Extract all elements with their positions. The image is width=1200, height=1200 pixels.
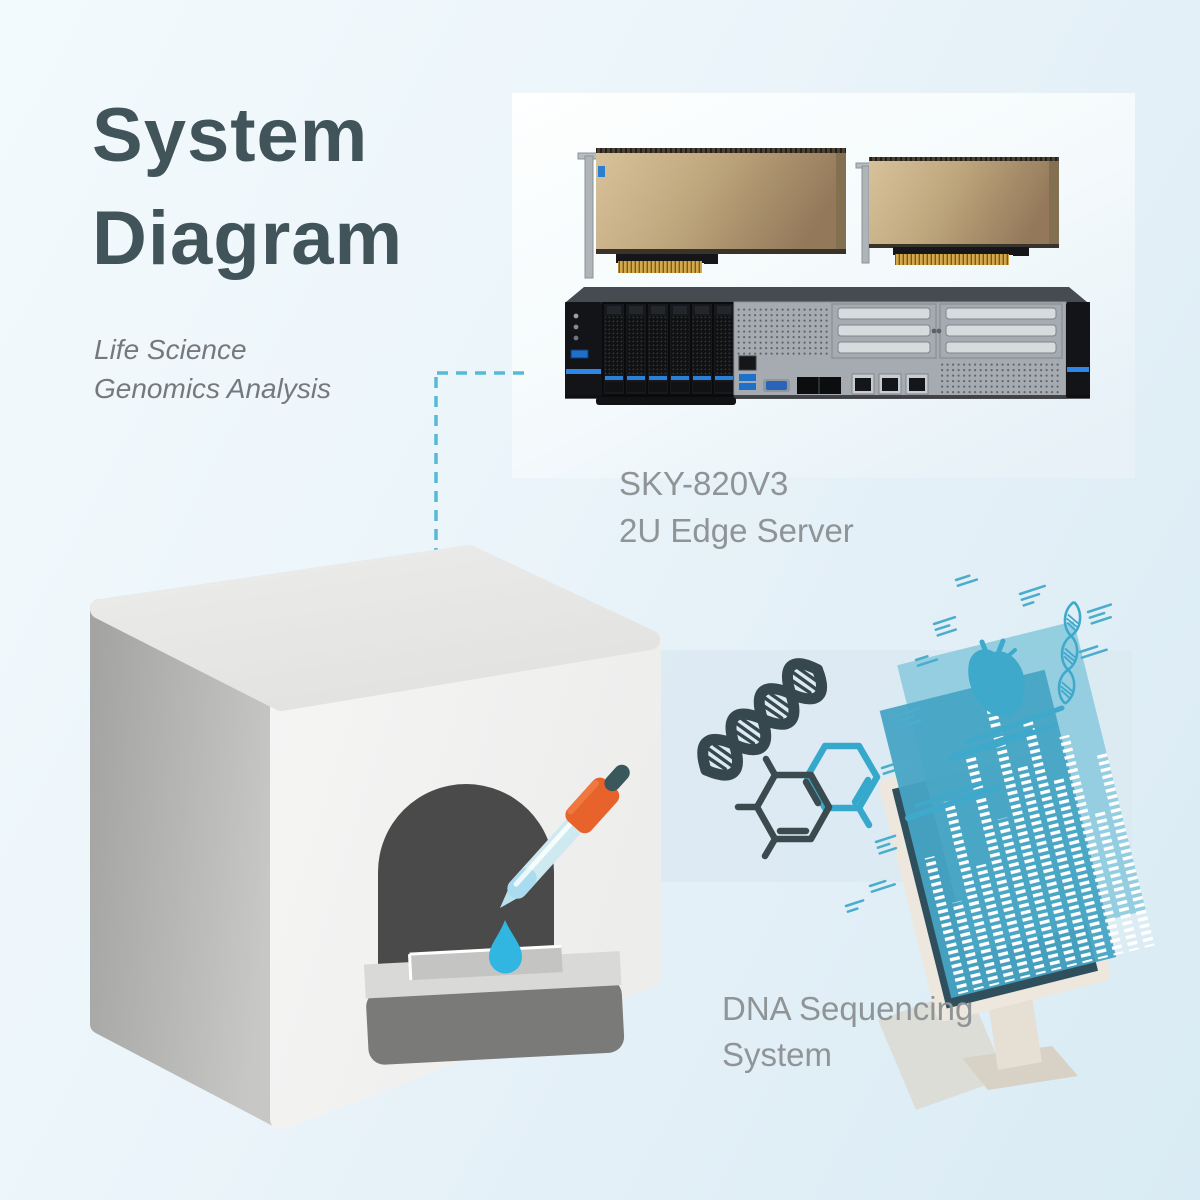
page-title-line1: System [92, 93, 369, 178]
analytics-monitor [844, 574, 1155, 1110]
monitor-stand-neck [988, 996, 1042, 1070]
server-label: SKY-820V3 2U Edge Server [619, 460, 854, 554]
dashed-connector-line [434, 371, 524, 553]
server-pcie-slots [831, 303, 1063, 359]
data-lines [905, 705, 1065, 821]
server-label-line2: 2U Edge Server [619, 512, 854, 549]
gpu-card-full-height [577, 148, 846, 279]
monitor-stand-base [962, 1046, 1078, 1090]
monitor-shadow [878, 988, 1006, 1110]
pipette-cap [604, 764, 630, 792]
2u-rack-server [565, 287, 1090, 405]
molecule-icon [734, 742, 881, 860]
server-right-cap [1066, 302, 1090, 398]
sequencer-label-line1: DNA Sequencing [722, 990, 974, 1027]
dna-strand-icon [1057, 600, 1082, 705]
server-drive-bays [602, 302, 734, 398]
pipette [500, 764, 630, 908]
sequencer-label: DNA Sequencing System [722, 986, 973, 1078]
server-top-lid [566, 287, 1087, 302]
pipette-grip [565, 777, 620, 834]
page-subtitle-line2: Genomics Analysis [94, 373, 332, 404]
cube-top-face [90, 545, 660, 711]
sequencer-cube [90, 545, 661, 1130]
page-subtitle: Life Science Genomics Analysis [94, 330, 331, 408]
server-io-ports [738, 355, 929, 395]
cube-arch-opening [378, 784, 554, 968]
sample-tray [363, 944, 625, 1065]
sample-drop [489, 920, 522, 974]
server-rear-panel [733, 301, 1067, 399]
page-title-line2: Diagram [92, 196, 404, 281]
page-title: System Diagram [92, 84, 403, 290]
sequencer-label-line2: System [722, 1036, 833, 1073]
page-subtitle-line1: Life Science [94, 334, 247, 365]
server-label-line1: SKY-820V3 [619, 465, 789, 502]
equalizer-bars [924, 701, 1155, 995]
server-left-cap [565, 302, 602, 398]
dna-helix-icon [697, 658, 827, 781]
annotation-dashes [844, 574, 1113, 913]
heart-icon [968, 638, 1025, 717]
gpu-card-low-profile [855, 157, 1059, 265]
